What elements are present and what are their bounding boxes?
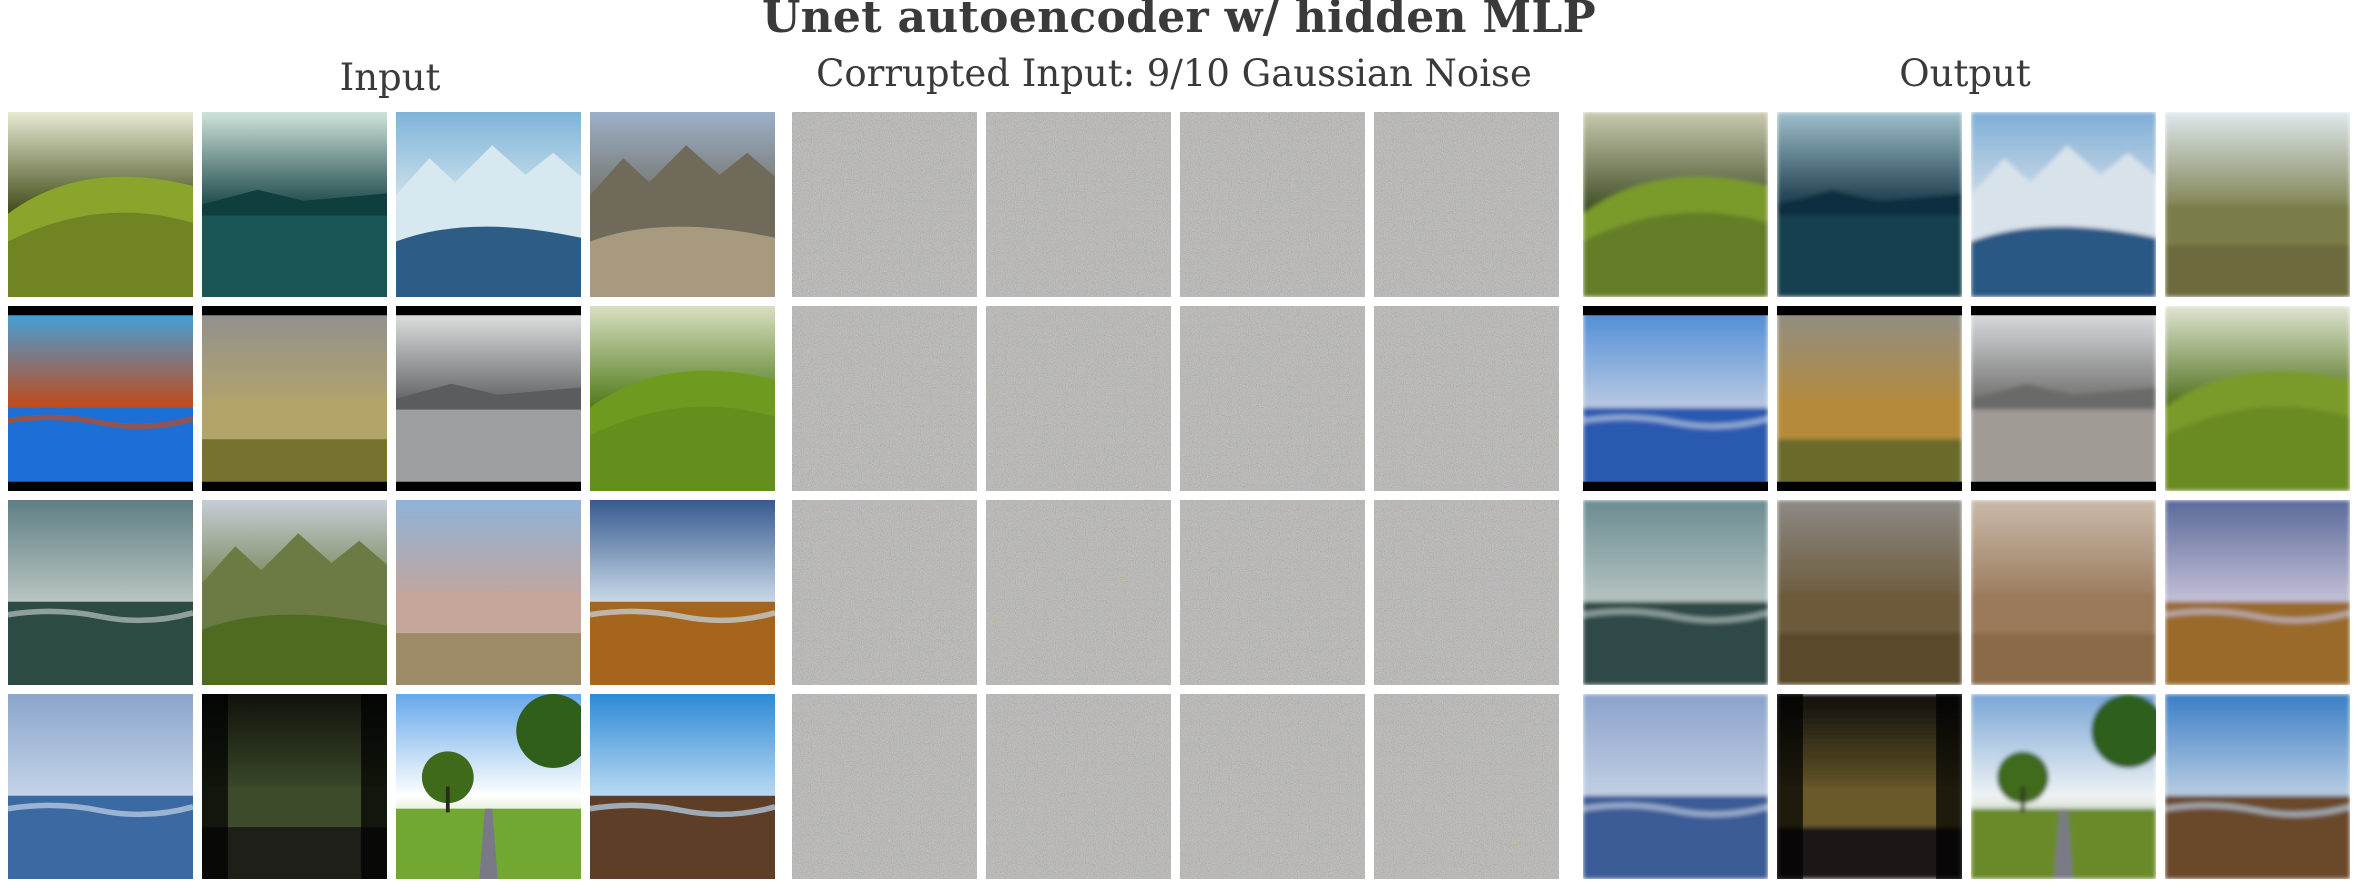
input-image-0-3	[590, 112, 775, 297]
output-image-2-1	[1777, 500, 1962, 685]
output-image-1-0	[1583, 306, 1768, 491]
noisy-image-2-1	[986, 500, 1171, 685]
noisy-image-3-2	[1180, 694, 1365, 879]
noisy-image-3-1	[986, 694, 1171, 879]
noisy-image-0-2	[1180, 112, 1365, 297]
input-image-1-3	[590, 306, 775, 491]
input-image-2-3	[590, 500, 775, 685]
input-image-2-0	[8, 500, 193, 685]
corrupted-image-grid	[792, 112, 1559, 879]
input-image-2-1	[202, 500, 387, 685]
noisy-image-1-1	[986, 306, 1171, 491]
corrupted-panel-title: Corrupted Input: 9/10 Gaussian Noise	[816, 52, 1532, 95]
noisy-image-0-1	[986, 112, 1171, 297]
noisy-image-1-2	[1180, 306, 1365, 491]
input-image-1-0	[8, 306, 193, 491]
noisy-image-1-3	[1374, 306, 1559, 491]
output-image-1-3	[2165, 306, 2350, 491]
input-image-0-1	[202, 112, 387, 297]
input-image-grid	[8, 112, 775, 879]
figure-title: Unet autoencoder w/ hidden MLP	[761, 0, 1597, 43]
output-image-3-3	[2165, 694, 2350, 879]
input-image-3-0	[8, 694, 193, 879]
noisy-image-1-0	[792, 306, 977, 491]
noisy-image-2-0	[792, 500, 977, 685]
input-image-3-3	[590, 694, 775, 879]
output-image-0-3	[2165, 112, 2350, 297]
noisy-image-3-0	[792, 694, 977, 879]
output-image-3-2	[1971, 694, 2156, 879]
output-panel-title: Output	[1899, 52, 2031, 95]
input-image-1-1	[202, 306, 387, 491]
input-image-0-0	[8, 112, 193, 297]
noisy-image-2-3	[1374, 500, 1559, 685]
noisy-image-0-0	[792, 112, 977, 297]
noisy-image-3-3	[1374, 694, 1559, 879]
output-image-2-2	[1971, 500, 2156, 685]
output-image-3-1	[1777, 694, 1962, 879]
noisy-image-2-2	[1180, 500, 1365, 685]
output-image-2-0	[1583, 500, 1768, 685]
output-image-0-2	[1971, 112, 2156, 297]
output-image-grid	[1583, 112, 2350, 879]
input-image-2-2	[396, 500, 581, 685]
output-image-2-3	[2165, 500, 2350, 685]
input-image-0-2	[396, 112, 581, 297]
output-image-0-1	[1777, 112, 1962, 297]
output-image-1-1	[1777, 306, 1962, 491]
input-image-3-2	[396, 694, 581, 879]
output-image-0-0	[1583, 112, 1768, 297]
input-image-1-2	[396, 306, 581, 491]
output-image-1-2	[1971, 306, 2156, 491]
input-panel-title: Input	[339, 56, 441, 99]
output-image-3-0	[1583, 694, 1768, 879]
input-image-3-1	[202, 694, 387, 879]
noisy-image-0-3	[1374, 112, 1559, 297]
